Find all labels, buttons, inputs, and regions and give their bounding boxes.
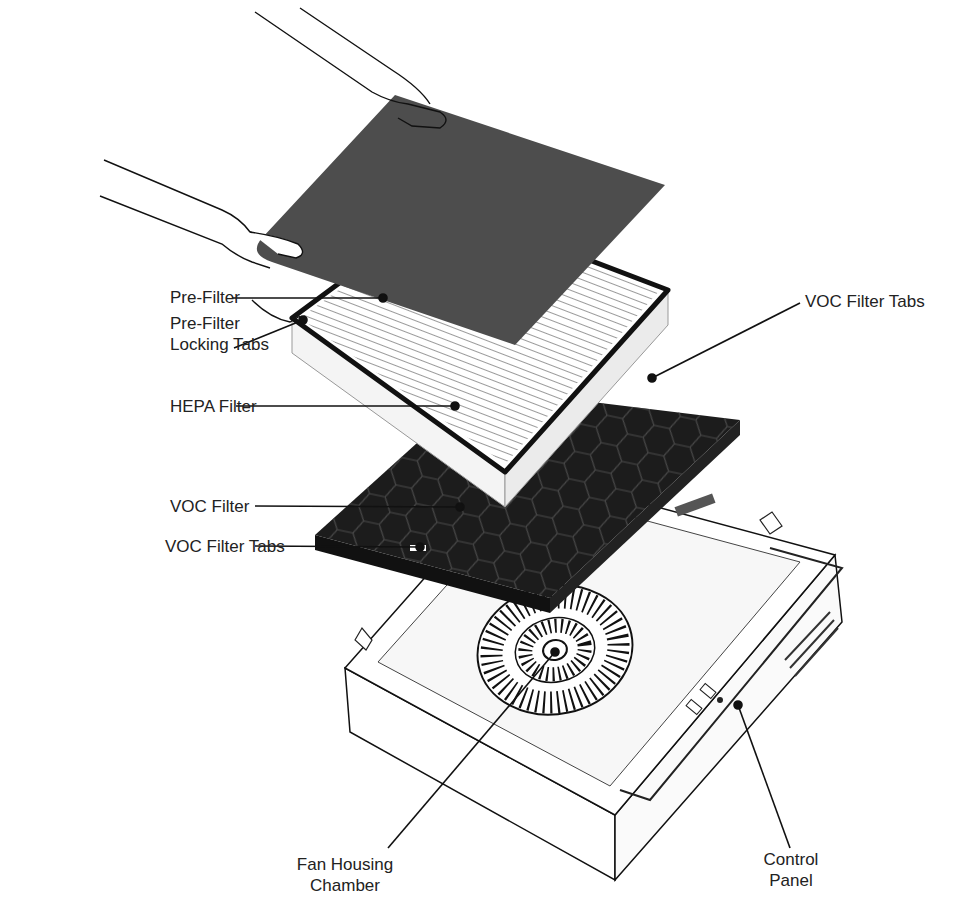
part-label: Pre-Filter Locking Tabs	[170, 313, 282, 355]
leader-dot	[416, 543, 424, 551]
control-buttons	[686, 612, 838, 715]
arm	[100, 196, 270, 268]
pre-filter	[257, 95, 665, 345]
part-label: VOC Filter	[170, 496, 300, 517]
part-label: Pre-Filter	[170, 287, 300, 308]
leader-line	[232, 297, 383, 299]
leader-dot	[451, 402, 459, 410]
handle-rail	[620, 548, 842, 800]
leader-dot	[734, 701, 742, 709]
leader-dot	[648, 374, 656, 382]
fan-ring	[509, 610, 601, 689]
leader-dot	[379, 294, 387, 302]
part-label: Control Panel	[755, 849, 827, 891]
latch	[355, 628, 372, 650]
leader-lines	[232, 294, 800, 848]
leader-line	[236, 405, 455, 407]
connector-slot	[674, 493, 715, 516]
thumb	[250, 232, 303, 258]
arm	[255, 12, 446, 128]
part-label: VOC Filter Tabs	[165, 536, 365, 557]
button	[700, 683, 716, 698]
hands	[100, 8, 446, 322]
fan-hub	[541, 638, 569, 663]
part-label: VOC Filter Tabs	[805, 291, 962, 312]
leader-dot	[551, 648, 559, 656]
leader-dot	[299, 316, 307, 324]
vent	[785, 612, 838, 676]
part-label: Fan Housing Chamber	[290, 854, 400, 896]
arm	[300, 8, 430, 104]
leader-line	[738, 705, 790, 848]
leader-line	[652, 303, 800, 378]
leader-dot	[456, 503, 464, 511]
button	[686, 699, 702, 714]
arm	[104, 160, 262, 236]
fan-spokes	[521, 620, 590, 679]
indicator	[717, 697, 723, 703]
part-label: HEPA Filter	[170, 396, 300, 417]
leader-line	[255, 506, 460, 507]
finger	[252, 300, 300, 322]
latch	[760, 512, 782, 534]
leader-line	[388, 652, 555, 848]
